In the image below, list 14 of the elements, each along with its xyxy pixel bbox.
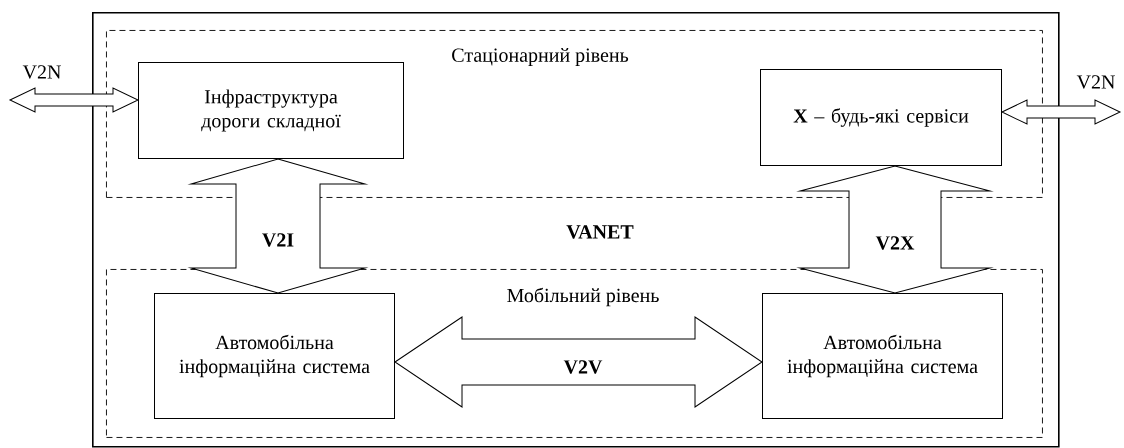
edge-label: V2N [1076, 75, 1115, 89]
block-arrow [190, 158, 366, 294]
process-box: Інфраструктура дороги складної [138, 62, 404, 159]
block-arrow [9, 87, 139, 113]
block-arrow [1001, 99, 1121, 125]
block-arrow [799, 165, 991, 294]
process-box: Автомобільна інформаційна система [154, 293, 395, 419]
process-box: X – будь-які сервіси [760, 69, 1002, 166]
edge-label: V2X [875, 236, 915, 250]
process-box: Автомобільна інформаційна система [762, 293, 1003, 419]
edge-label: V2V [563, 360, 603, 374]
block-arrow [394, 316, 763, 408]
edge-label: V2N [22, 65, 61, 79]
edge-label: V2I [262, 233, 294, 247]
